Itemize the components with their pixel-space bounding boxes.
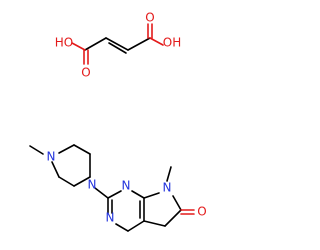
bond-c2-c3-b xyxy=(108,42,127,54)
left-hydroxyl-label: HO xyxy=(55,36,73,50)
piperazine-n-aryl-label: N xyxy=(88,178,97,192)
piperazine-n-methyl-label: N xyxy=(47,150,56,164)
bond-pipn1-ca xyxy=(58,144,75,154)
bond-c2-n1 xyxy=(107,190,122,199)
bond-n7-c6 xyxy=(172,195,182,211)
pyrimidine-n1-label: N xyxy=(122,179,131,193)
bond-n3-c4 xyxy=(115,223,129,232)
bond-c2-c3-a xyxy=(105,37,129,51)
bond-c4-c4a xyxy=(127,220,145,232)
right-carbonyl-oxygen-label: O xyxy=(145,11,154,25)
bond-c7a-n7 xyxy=(143,192,160,199)
pyrrolopyrimidinone-molecule: N N N N N O xyxy=(29,144,207,232)
left-carbonyl-oxygen-label: O xyxy=(81,66,90,80)
pyrrole-n-label: N xyxy=(163,181,172,195)
right-hydroxyl-label: OH xyxy=(163,36,181,50)
bond-c1-c2 xyxy=(84,37,107,51)
bond-c7a-n1 xyxy=(131,190,145,199)
bond-c4-oh xyxy=(149,37,164,46)
bond-c3-c4 xyxy=(127,37,151,51)
bond-cc-cd xyxy=(58,176,75,187)
pyrimidine-n3-label: N xyxy=(106,211,115,225)
bond-n7-methyl xyxy=(166,166,172,182)
bond-c6-c5 xyxy=(164,209,182,227)
bond-ca-cb xyxy=(73,144,91,155)
bond-cd-pipn1 xyxy=(51,161,60,178)
bond-c5-c4a xyxy=(143,220,166,227)
lactam-oxygen-label: O xyxy=(197,205,206,219)
bond-methyl-pip-n xyxy=(29,145,44,155)
fumaric-acid-molecule: HO O O OH xyxy=(55,11,181,80)
chemical-structure-canvas: HO O O OH xyxy=(29,11,207,232)
bond-pipn4-cc xyxy=(73,176,91,187)
bond-pipn4-c2 xyxy=(94,187,109,199)
bond-c1-oh xyxy=(71,42,86,51)
structure-svg: HO O O OH xyxy=(29,11,207,232)
